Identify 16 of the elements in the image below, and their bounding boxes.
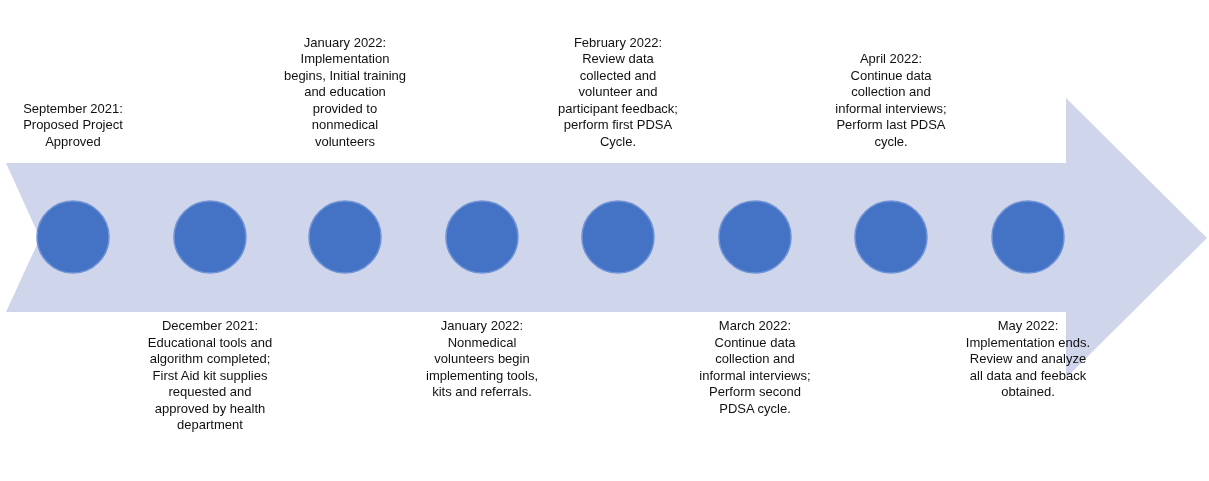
milestone-description: Review data collected and volunteer and participant feedback; perform first PDSA Cycle.: [557, 51, 679, 150]
milestone-description: Implementation ends. Review and analyze all data and feeback obtained.: [965, 334, 1091, 401]
milestone-description: Proposed Project Approved: [22, 117, 124, 150]
milestone-date: January 2022:: [439, 318, 525, 335]
milestone-date: September 2021:: [22, 100, 124, 117]
milestone-date: April 2022:: [858, 51, 924, 68]
milestone-date: February 2022:: [572, 34, 664, 51]
milestone-description: Educational tools and algorithm completed; First Aid kit supplies requested and approved by health department: [147, 334, 273, 434]
milestone-date: May 2022:: [996, 318, 1060, 335]
milestone-date: December 2021:: [160, 318, 260, 335]
milestone-description: Nonmedical volunteers begin implementing tools, kits and referrals.: [425, 334, 539, 401]
milestone-description: Implementation begins, Initial training and education provided to nonmedical volunteers: [282, 51, 408, 150]
milestone-date: March 2022:: [717, 318, 793, 335]
milestone-date: January 2022:: [302, 34, 388, 51]
milestone-description: Continue data collection and informal interviews; Perform second PDSA cycle.: [698, 334, 812, 417]
milestone-description: Continue data collection and informal interviews; Perform last PDSA cycle.: [834, 67, 948, 150]
